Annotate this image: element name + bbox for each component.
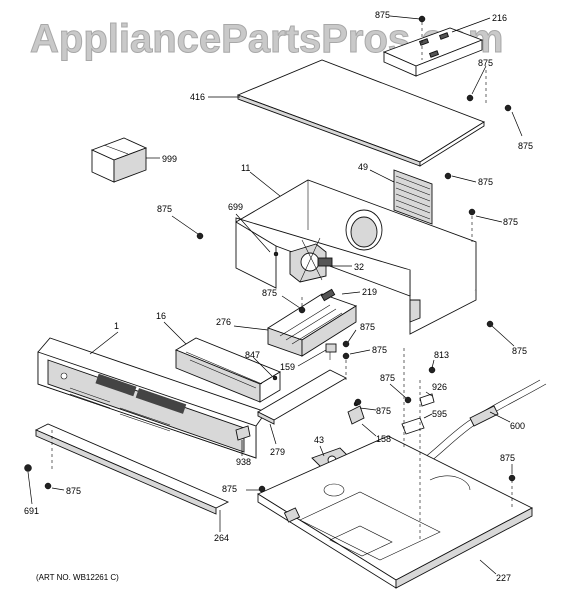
screw-right-mid xyxy=(468,208,476,216)
callout-label: 813 xyxy=(434,350,449,360)
callout-label: 264 xyxy=(214,533,229,543)
top-panel xyxy=(236,59,486,167)
screw-base xyxy=(258,485,266,493)
callout-label: 159 xyxy=(280,362,295,372)
screw-base-right xyxy=(508,474,516,482)
callout-label: 875 xyxy=(262,288,277,298)
callout-label: 16 xyxy=(156,311,166,321)
callout-label: 276 xyxy=(216,317,231,327)
callout-label: 691 xyxy=(24,506,39,516)
relay-assembly xyxy=(266,288,358,357)
callout-label: 227 xyxy=(496,573,511,583)
screw-relay xyxy=(298,306,306,314)
callout-label: 847 xyxy=(245,350,260,360)
foot-screw xyxy=(24,464,32,472)
callout-label: 216 xyxy=(492,13,507,23)
callout-label: 158 xyxy=(376,434,391,444)
callout-label: 875 xyxy=(478,58,493,68)
wire-clip xyxy=(419,393,435,407)
knob xyxy=(235,425,251,441)
box-item xyxy=(90,137,148,183)
callout-label: 875 xyxy=(512,346,527,356)
control-board xyxy=(174,337,282,403)
callout-label: 43 xyxy=(314,435,324,445)
screw-relay-2 xyxy=(342,340,350,348)
callout-label: 875 xyxy=(478,177,493,187)
callout-label: 926 xyxy=(432,382,447,392)
screw-vent xyxy=(444,172,452,180)
callout-label: 875 xyxy=(222,484,237,494)
screw-sensor xyxy=(404,396,412,404)
screw-left xyxy=(196,232,204,240)
callout-label: 1 xyxy=(114,321,119,331)
screw-front xyxy=(44,482,52,490)
callout-label: 595 xyxy=(432,409,447,419)
screw-right-upper xyxy=(504,104,512,112)
screw-sensor-2 xyxy=(354,398,362,406)
clip xyxy=(401,417,425,435)
screw-top-right xyxy=(466,94,474,102)
callout-label: 938 xyxy=(236,457,251,467)
callout-label: 11 xyxy=(241,163,250,173)
screw-bracket xyxy=(342,352,350,360)
callout-label: 279 xyxy=(270,447,285,457)
insulation-plate xyxy=(257,369,347,425)
callout-label: 875 xyxy=(372,345,387,355)
top-bracket xyxy=(382,27,484,77)
screw-right-side xyxy=(486,320,494,328)
control-panel xyxy=(37,337,267,459)
callout-label: 600 xyxy=(510,421,525,431)
callout-label: 699 xyxy=(228,202,243,212)
switch xyxy=(325,343,337,360)
callout-label: 875 xyxy=(380,373,395,383)
callout-label: 999 xyxy=(162,154,177,164)
callout-label: 875 xyxy=(66,486,81,496)
fan-motor xyxy=(289,237,333,283)
callout-label: 875 xyxy=(503,217,518,227)
callout-label: 416 xyxy=(190,92,205,102)
callout-label: 875 xyxy=(518,141,533,151)
art-number: (ART NO. WB12261 C) xyxy=(36,573,119,582)
callout-label: 219 xyxy=(362,287,377,297)
callout-label: 875 xyxy=(360,322,375,332)
thermostat xyxy=(347,401,365,425)
housing-wrapper xyxy=(235,179,477,335)
base-plate xyxy=(257,435,533,589)
callout-label: 875 xyxy=(375,10,390,20)
trim-strip xyxy=(34,423,230,515)
callout-label: 875 xyxy=(500,453,515,463)
callout-label: 32 xyxy=(354,262,364,272)
callout-label: 49 xyxy=(358,162,368,172)
callout-label: 875 xyxy=(157,204,172,214)
callout-label: 875 xyxy=(376,406,391,416)
vent-grille xyxy=(393,169,433,225)
